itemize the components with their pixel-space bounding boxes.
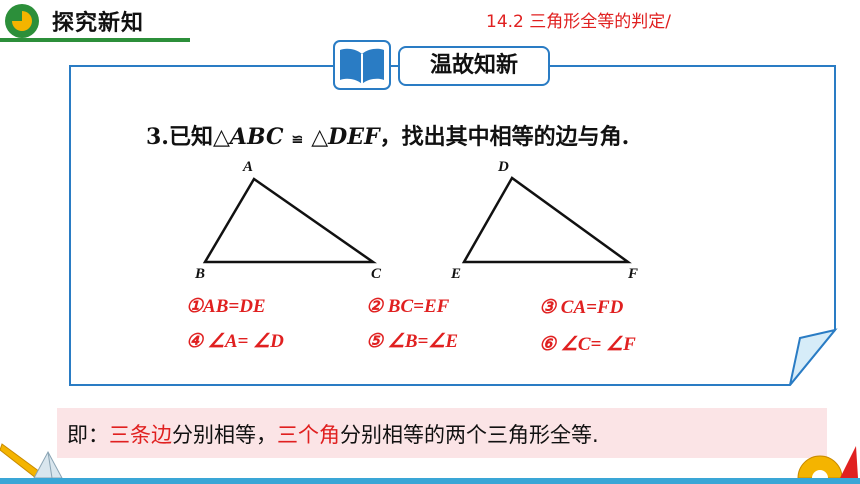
protractor-decor-icon: [797, 446, 858, 479]
problem-statement: 3.已知△ABC≌△DEF，找出其中相等的边与角.: [146, 124, 630, 150]
bottom-bar: [0, 478, 860, 484]
statement-1: ①AB=DE: [186, 296, 266, 317]
statement-2: ② BC=EF: [366, 296, 450, 317]
lesson-title: 14.2 三角形全等的判定/: [486, 12, 671, 32]
vertex-f-label: F: [628, 266, 639, 282]
section-title: 探究新知: [52, 11, 145, 36]
section-badge-icon: [5, 4, 39, 38]
triangle-def: [461, 176, 632, 264]
vertex-a-label: A: [243, 159, 254, 175]
ruler-pyramid-decor-icon: [0, 443, 63, 479]
triangle-abc: [202, 177, 377, 264]
review-tag: 温故知新: [398, 46, 550, 86]
statement-3: ③ CA=FD: [539, 297, 624, 318]
vertex-b-label: B: [195, 266, 206, 282]
statement-5: ⑤ ∠B=∠E: [366, 331, 459, 352]
header-underline: [0, 38, 190, 42]
open-book-icon: [333, 40, 391, 90]
conclusion-text: 即：三条边分别相等，三个角分别相等的两个三角形全等.: [67, 423, 599, 447]
vertex-c-label: C: [371, 266, 382, 282]
vertex-d-label: D: [498, 159, 509, 175]
statement-4: ④ ∠A= ∠D: [186, 331, 284, 352]
statement-6: ⑥ ∠C= ∠F: [539, 334, 636, 355]
vertex-e-label: E: [451, 266, 462, 282]
conclusion-band: 即：三条边分别相等，三个角分别相等的两个三角形全等.: [57, 408, 827, 458]
